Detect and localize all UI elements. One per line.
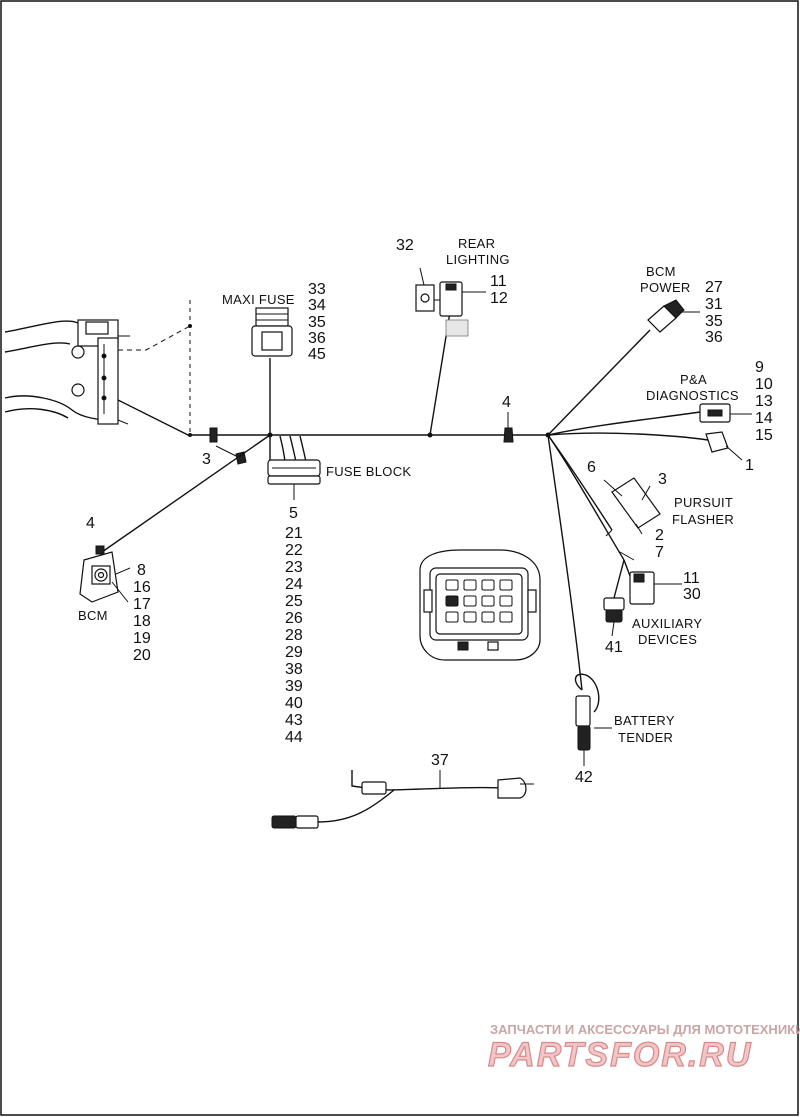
fuse-block-num-4: 23 [285, 559, 303, 576]
connector-pin [499, 595, 513, 607]
main-harness-num: 4 [502, 394, 511, 411]
bcm-power-label-1: BCM [646, 264, 676, 279]
fuse-block-num-5: 24 [285, 576, 303, 593]
fuse-block-num-8: 28 [285, 627, 303, 644]
fuse-block-num-12: 40 [285, 695, 303, 712]
fuse-block-numbers: 5 21 22 23 24 25 26 28 29 38 39 40 43 44 [285, 505, 303, 746]
pa-diagnostics-num-5: 15 [755, 427, 773, 444]
connector-pin [463, 611, 477, 623]
maxi-fuse-num-3: 35 [308, 314, 326, 331]
rear-lighting-label-2: LIGHTING [446, 252, 510, 267]
pursuit-flasher-label-1: PURSUIT [674, 495, 733, 510]
fuse-block-num-11: 39 [285, 678, 303, 695]
connector-detail-view [419, 549, 541, 661]
maxi-fuse-num-2: 34 [308, 297, 326, 314]
battery-tender-num: 42 [575, 769, 593, 786]
pursuit-flasher-num-6: 6 [587, 459, 596, 476]
auxiliary-devices-label-2: DEVICES [638, 632, 697, 647]
rear-lighting-connector [415, 267, 486, 436]
main-harness-trunk [117, 399, 551, 465]
pa-diagnostics-num-3: 13 [755, 393, 773, 410]
rear-lighting-part-num: 32 [396, 237, 414, 254]
bcm-num-5: 19 [133, 630, 151, 647]
fuse-block-num-1: 5 [289, 505, 298, 522]
bcm-power-num-4: 36 [705, 329, 723, 346]
auxiliary-devices-num-2: 30 [683, 586, 701, 603]
pursuit-flasher-num-2: 2 [655, 527, 664, 544]
rear-lighting-num-2: 12 [490, 290, 508, 307]
extension-harness [271, 770, 534, 829]
pa-diagnostics-label-1: P&A [680, 372, 707, 387]
auxiliary-devices-connector [547, 434, 682, 637]
bcm-num-2: 16 [133, 579, 151, 596]
auxiliary-devices-num-1: 11 [683, 570, 700, 587]
pa-diagnostics-num-1: 9 [755, 359, 764, 376]
connector-pins [445, 579, 513, 623]
watermark-tagline: ЗАПЧАСТИ И АКСЕССУАРЫ ДЛЯ МОТОТЕХНИКИ [490, 1022, 800, 1037]
connector-pin [499, 579, 513, 591]
fuse-block-num-10: 38 [285, 661, 303, 678]
battery-tender-label-1: BATTERY [614, 713, 675, 728]
maxi-fuse-num-1: 33 [308, 281, 326, 298]
extension-harness-num: 37 [431, 752, 449, 769]
bcm-num-1: 8 [137, 562, 146, 579]
pa-diagnostics-num-2: 10 [755, 376, 773, 393]
connector-pin [445, 611, 459, 623]
fuse-block-num-14: 44 [285, 729, 303, 746]
bcm-num-3: 17 [133, 596, 151, 613]
pursuit-flasher-label-2: FLASHER [672, 512, 734, 527]
maxi-fuse-num-4: 36 [308, 330, 326, 347]
bcm-power-num-2: 31 [705, 296, 723, 313]
connector-pin [445, 595, 459, 607]
bcm-part-num: 4 [86, 515, 95, 532]
rear-lighting-label-1: REAR [458, 236, 495, 251]
bcm-power-num-3: 35 [705, 313, 723, 330]
connector-pin [481, 595, 495, 607]
fuse-block-num-2: 21 [285, 525, 303, 542]
bcm-numbers: 8 16 17 18 19 20 [133, 562, 151, 664]
connector-pin [445, 579, 459, 591]
watermark-logo: PARTSFOR.RU [488, 1036, 752, 1074]
fuse-block [267, 435, 321, 500]
connector-pin [481, 611, 495, 623]
fuse-block-num-9: 29 [285, 644, 303, 661]
bcm-module [79, 434, 271, 603]
bcm-num-4: 18 [133, 613, 151, 630]
frame-bracket [4, 300, 192, 436]
fuse-block-num-3: 22 [285, 542, 303, 559]
maxi-fuse-num-5: 45 [308, 346, 326, 363]
pa-connector-num: 1 [745, 457, 754, 474]
pursuit-flasher-num-3: 3 [658, 471, 667, 488]
bcm-power-connector [547, 299, 700, 436]
bcm-power-label-2: POWER [640, 280, 691, 295]
connector-pin [463, 595, 477, 607]
auxiliary-devices-part-num: 41 [605, 639, 623, 656]
connector-pin [481, 579, 495, 591]
fuse-block-num-6: 25 [285, 593, 303, 610]
bcm-num-6: 20 [133, 647, 151, 664]
bcm-label: BCM [78, 608, 108, 623]
connector-pin [463, 579, 477, 591]
battery-tender-label-2: TENDER [618, 730, 673, 745]
maxi-fuse-label: MAXI FUSE [222, 292, 295, 307]
auxiliary-devices-label-1: AUXILIARY [632, 616, 702, 631]
pursuit-flasher [547, 434, 661, 537]
pa-diagnostics-num-4: 14 [755, 410, 773, 427]
battery-tender-connector [547, 434, 612, 766]
pa-diagnostics-connector [547, 403, 752, 461]
pa-diagnostics-label-2: DIAGNOSTICS [646, 388, 739, 403]
fuse-block-num-13: 43 [285, 712, 303, 729]
clip-num: 3 [202, 451, 211, 468]
fuse-block-num-7: 26 [285, 610, 303, 627]
maxi-fuse [251, 307, 293, 435]
fuse-block-label: FUSE BLOCK [326, 464, 411, 479]
rear-lighting-num-1: 11 [490, 273, 507, 290]
pursuit-flasher-num-7: 7 [655, 544, 664, 561]
connector-pin [499, 611, 513, 623]
bcm-power-num-1: 27 [705, 279, 723, 296]
